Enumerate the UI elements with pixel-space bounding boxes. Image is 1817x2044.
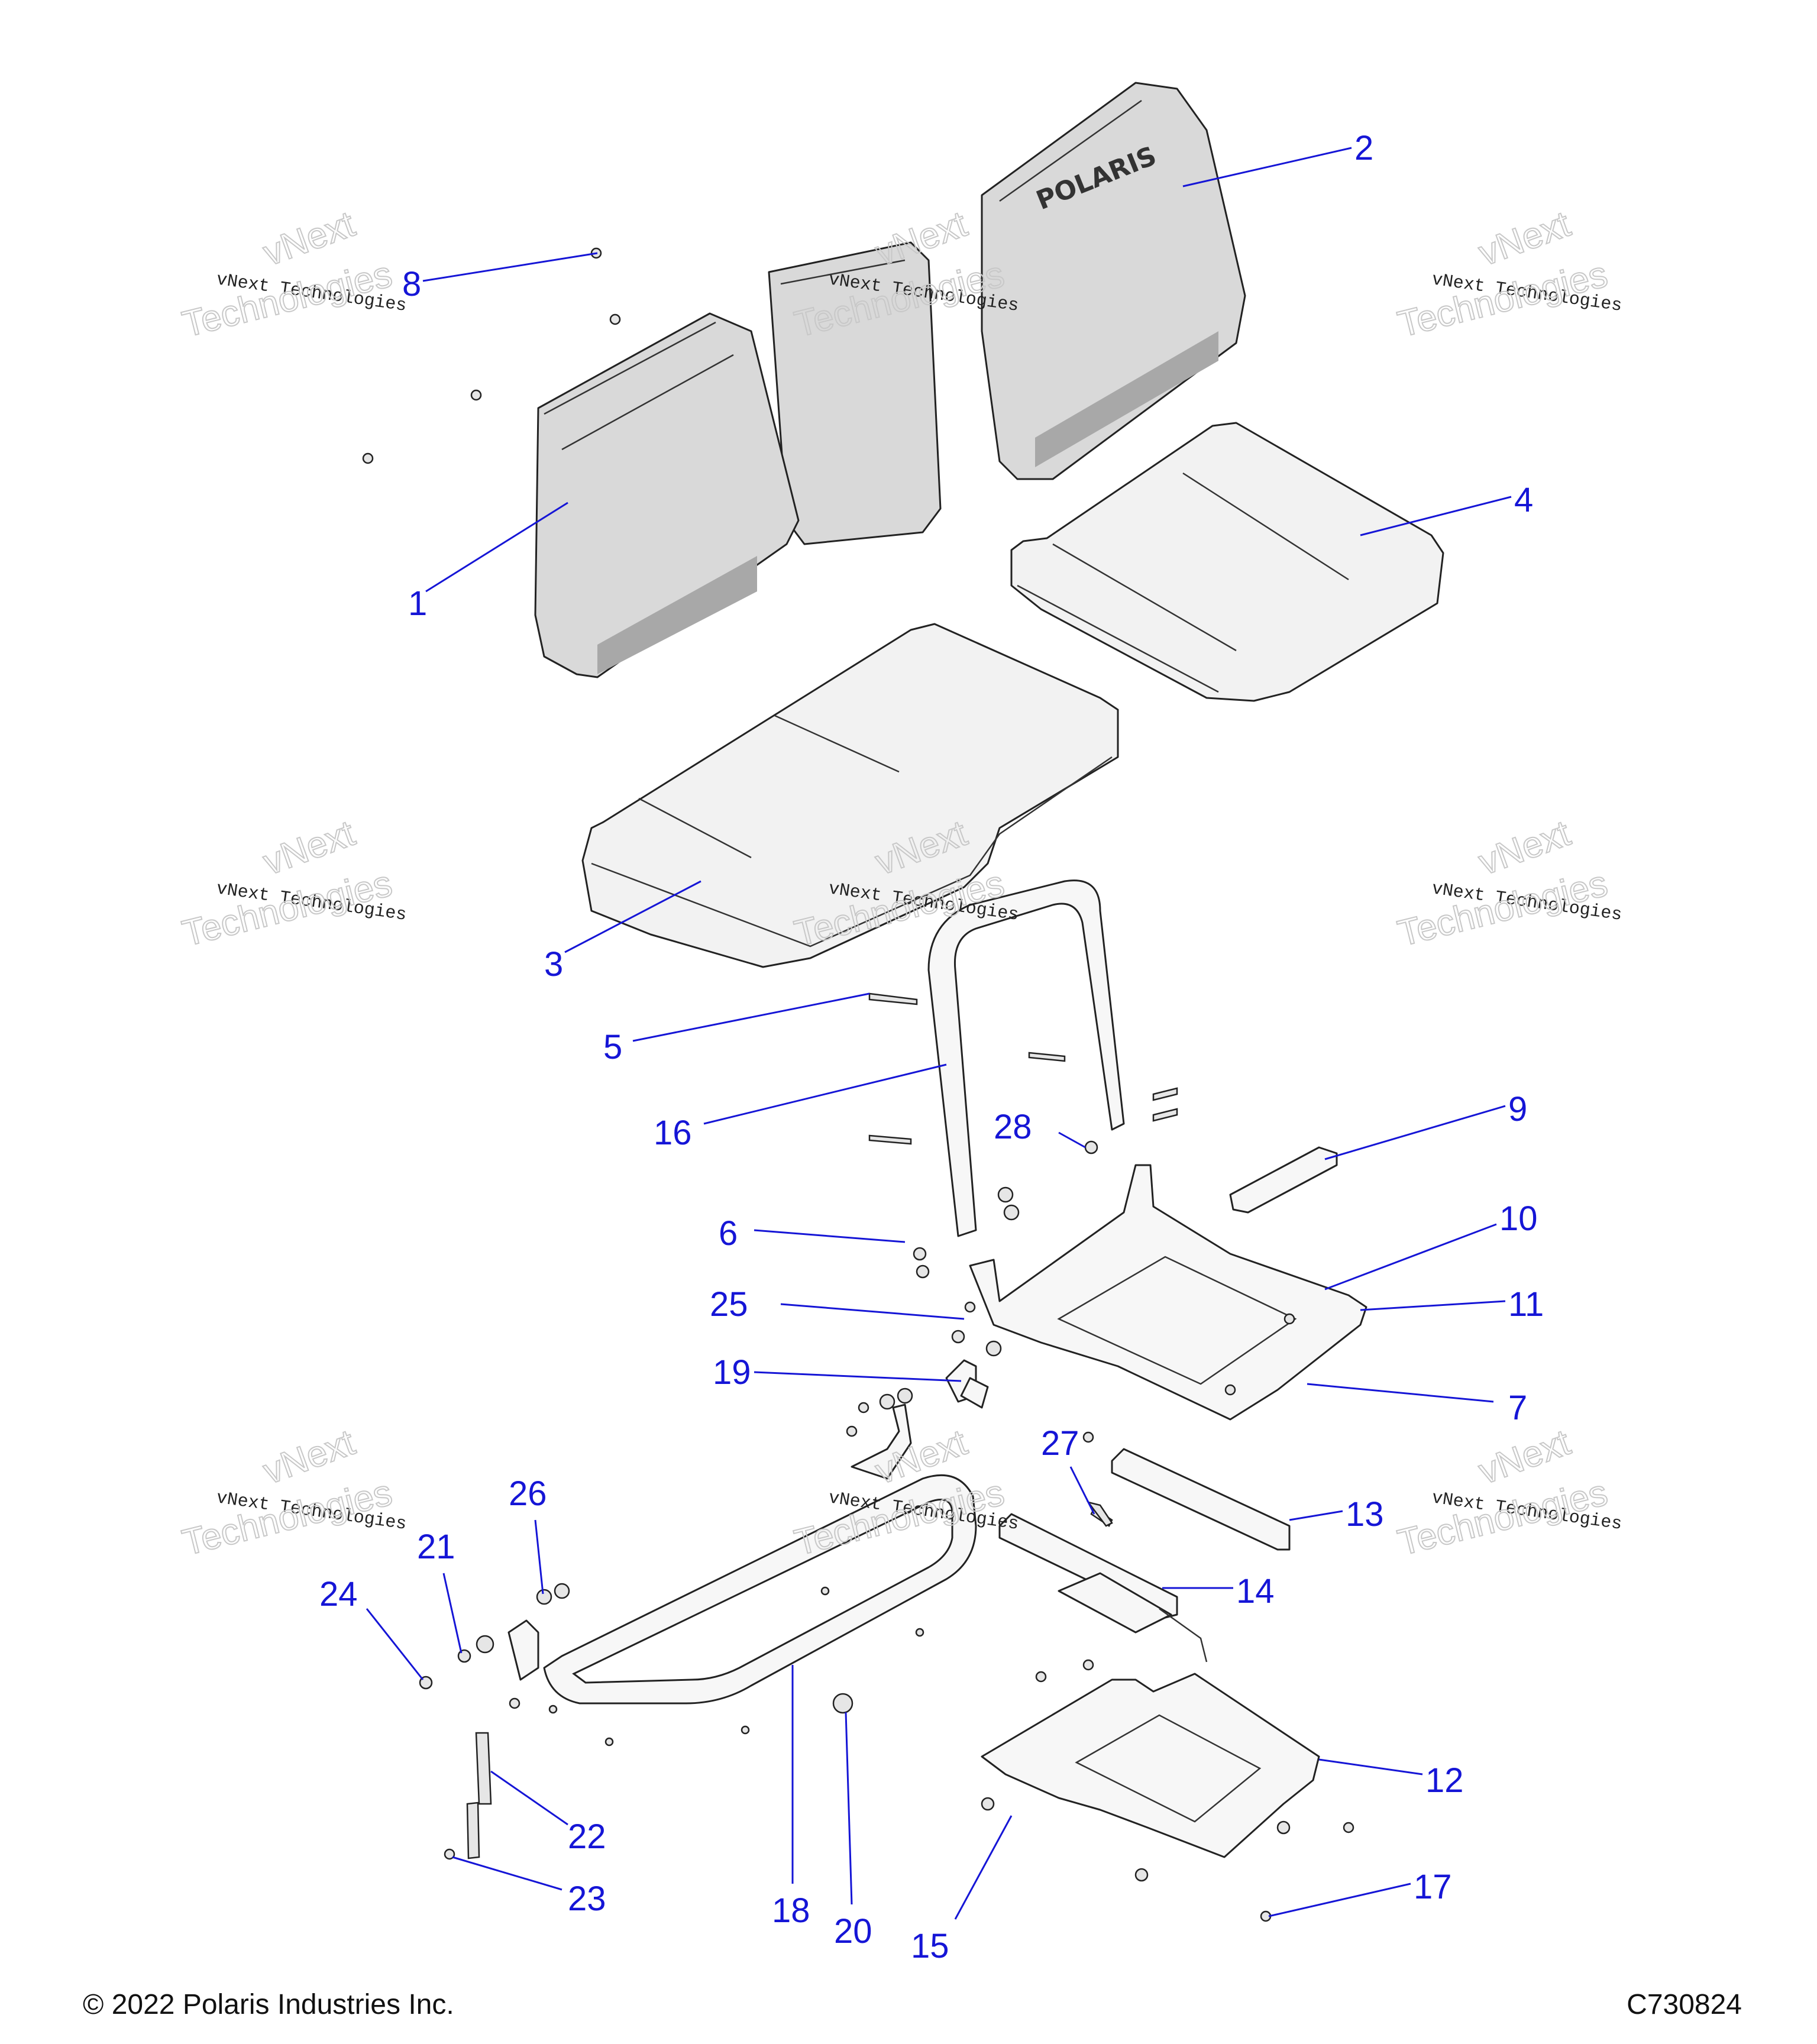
seat-slide-rails xyxy=(998,1448,1291,1663)
callout-9: 9 xyxy=(1508,1090,1527,1128)
callout-15: 15 xyxy=(911,1927,949,1965)
leader-lines xyxy=(366,147,1512,1920)
callout-3: 3 xyxy=(544,945,563,984)
watermark: vNext vNext Technologies Technologies xyxy=(178,203,408,345)
callout-27: 27 xyxy=(1041,1424,1079,1463)
callout-10: 10 xyxy=(1499,1199,1538,1238)
callout-11: 11 xyxy=(1508,1285,1544,1324)
watermark: vNext vNext Technologies Technologies xyxy=(1394,203,1624,345)
svg-text:vNext: vNext xyxy=(258,813,360,883)
watermark: vNext vNext Technologies Technologies xyxy=(178,1421,408,1564)
callout-5: 5 xyxy=(603,1028,622,1066)
callout-24: 24 xyxy=(319,1575,358,1613)
callout-14: 14 xyxy=(1236,1572,1275,1610)
callout-4: 4 xyxy=(1514,481,1533,519)
watermark: vNext vNext Technologies Technologies xyxy=(178,812,408,955)
lower-tube-frame xyxy=(543,1403,977,1705)
callout-26: 26 xyxy=(509,1474,547,1513)
callout-23: 23 xyxy=(568,1880,606,1918)
callout-17: 17 xyxy=(1414,1868,1452,1906)
callout-8: 8 xyxy=(402,265,421,303)
seat-cushion-bench xyxy=(581,623,1119,968)
callout-12: 12 xyxy=(1425,1761,1464,1800)
callout-16: 16 xyxy=(654,1114,692,1152)
seat-cushion-right xyxy=(1010,422,1444,702)
gas-strut xyxy=(466,1732,492,1859)
watermark: vNext vNext Technologies Technologies xyxy=(1394,1421,1624,1564)
callout-6: 6 xyxy=(719,1214,738,1253)
callout-21: 21 xyxy=(417,1528,455,1566)
callout-13: 13 xyxy=(1346,1495,1384,1534)
svg-text:vNext: vNext xyxy=(1473,1422,1576,1492)
bracket-9 xyxy=(1229,1146,1338,1214)
diagram-code: C730824 xyxy=(1627,1989,1742,2020)
back-frame-hoop xyxy=(927,879,1125,1237)
svg-text:vNext: vNext xyxy=(1473,203,1576,274)
svg-text:vNext: vNext xyxy=(1473,813,1576,883)
callout-28: 28 xyxy=(994,1108,1032,1146)
seat-back-right: POLARIS xyxy=(981,82,1246,480)
lower-mount-plate xyxy=(981,1673,1320,1858)
callout-7: 7 xyxy=(1508,1389,1527,1427)
seat-back-left xyxy=(534,241,942,678)
callout-18: 18 xyxy=(772,1891,810,1930)
callout-2: 2 xyxy=(1354,129,1373,167)
callout-20: 20 xyxy=(834,1912,872,1951)
callout-labels: 1 2 3 4 5 6 7 8 9 10 11 12 13 14 15 16 1… xyxy=(319,129,1544,1965)
callout-22: 22 xyxy=(568,1817,606,1856)
callout-19: 19 xyxy=(713,1353,751,1392)
callout-25: 25 xyxy=(710,1285,748,1324)
seat-base-plate xyxy=(969,1164,1367,1421)
watermark: vNext vNext Technologies Technologies xyxy=(1394,812,1624,955)
copyright-text: © 2022 Polaris Industries Inc. xyxy=(83,1989,454,2020)
svg-text:vNext: vNext xyxy=(258,203,360,274)
svg-text:vNext: vNext xyxy=(258,1422,360,1492)
callout-1: 1 xyxy=(408,584,427,623)
